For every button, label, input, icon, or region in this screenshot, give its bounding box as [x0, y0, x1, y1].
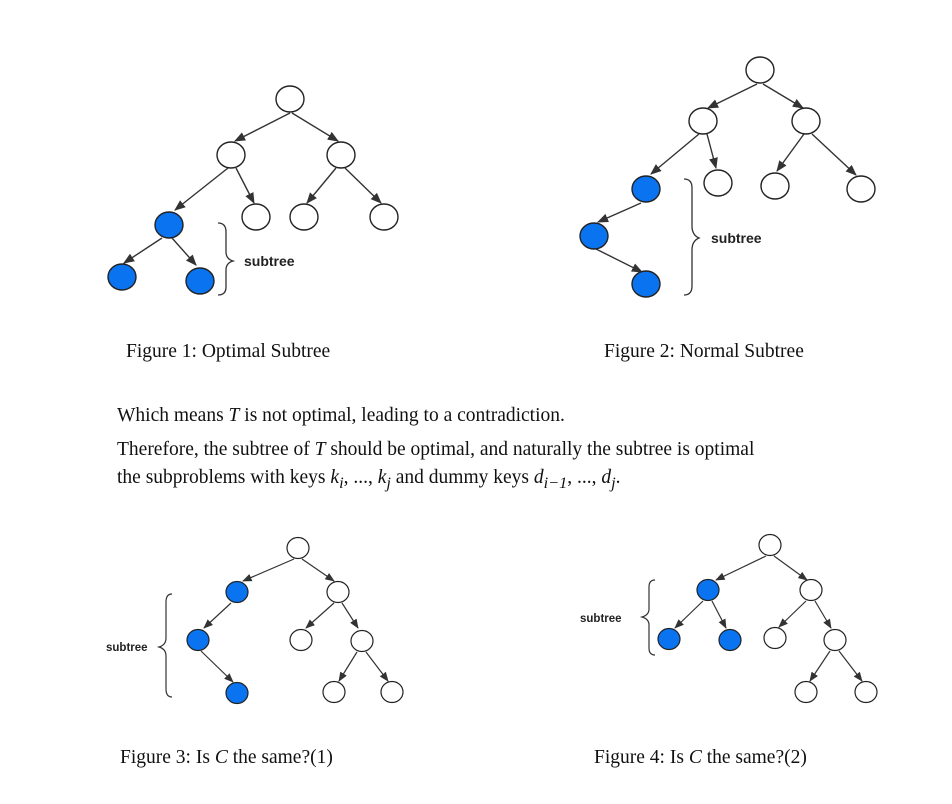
text-segment: the subproblems with keys	[117, 467, 326, 488]
subtree-label: subtree	[711, 230, 762, 246]
tree-node	[854, 680, 878, 704]
math-variable: k	[377, 467, 387, 488]
tree-node-highlighted	[154, 211, 184, 239]
tree-node-highlighted	[186, 628, 210, 652]
math-variable: C	[214, 747, 228, 768]
tree-node	[794, 680, 818, 704]
tree-node	[758, 533, 782, 557]
text-segment: Therefore, the subtree of	[117, 439, 310, 460]
math-variable: k	[330, 467, 340, 488]
figure-2-caption: Figure 2: Normal Subtree	[604, 341, 804, 363]
subtree-label: subtree	[244, 253, 295, 269]
tree-node	[846, 175, 876, 203]
tree-node-highlighted	[631, 270, 661, 298]
math-variable: d	[533, 467, 544, 488]
tree-node	[350, 629, 374, 653]
tree-node-highlighted	[185, 267, 215, 295]
text-segment: .	[615, 467, 621, 488]
tree-node	[216, 141, 246, 169]
tree-node	[688, 107, 718, 135]
tree-node	[763, 626, 787, 650]
tree-node-highlighted	[225, 580, 249, 604]
tree-node	[289, 203, 319, 231]
tree-node	[745, 56, 775, 84]
figure-number: Figure 3:	[120, 747, 191, 768]
subtree-label: subtree	[106, 642, 148, 654]
text-segment: should be optimal, and naturally the sub…	[330, 439, 755, 460]
subtree-brace	[156, 593, 173, 698]
tree-node	[703, 169, 733, 197]
math-variable: d	[601, 467, 612, 488]
figure-title: Optimal Subtree	[201, 341, 331, 362]
figure-number: Figure 4:	[594, 747, 665, 768]
math-variable: T	[314, 439, 326, 460]
figure-2-nodes	[579, 56, 876, 298]
math-subscript: j	[611, 473, 616, 492]
figure-1-nodes	[107, 85, 399, 295]
tree-node-highlighted	[718, 628, 742, 652]
tree-node-highlighted	[107, 263, 137, 291]
body-line-2: Therefore, the subtree of T should be op…	[117, 439, 754, 461]
tree-node	[823, 628, 847, 652]
body-line-3: the subproblems with keys ki, ..., kj an…	[117, 467, 620, 493]
tree-node	[760, 172, 790, 200]
figure-title: Normal Subtree	[679, 341, 804, 362]
figure-number: Figure 1:	[126, 341, 197, 362]
tree-node	[322, 680, 346, 704]
tree-node	[241, 203, 271, 231]
math-subscript: j	[386, 473, 391, 492]
tree-node	[380, 680, 404, 704]
figure-1-caption: Figure 1: Optimal Subtree	[126, 341, 330, 363]
tree-node-highlighted	[579, 222, 609, 250]
text-segment: , ...,	[343, 467, 378, 488]
tree-node	[791, 107, 821, 135]
tree-node	[289, 628, 313, 652]
tree-node	[275, 85, 305, 113]
figure-3-nodes	[186, 536, 404, 705]
subtree-brace	[639, 579, 656, 656]
figure-title-prefix: Is	[669, 747, 684, 768]
figure-1-edges	[123, 112, 382, 266]
figure-3-caption: Figure 3: Is C the same?(1)	[120, 747, 333, 769]
figure-4-edges	[674, 555, 863, 682]
figure-title-suffix: the same?(2)	[706, 747, 807, 768]
tree-node-highlighted	[696, 578, 720, 602]
figure-4-caption: Figure 4: Is C the same?(2)	[594, 747, 807, 769]
figure-4-nodes	[657, 533, 878, 704]
tree-node	[799, 578, 823, 602]
figure-title-prefix: Is	[195, 747, 210, 768]
body-line-1: Which means T is not optimal, leading to…	[117, 405, 565, 427]
tree-node	[286, 536, 310, 560]
tree-node-highlighted	[657, 627, 681, 651]
figure-3-edges	[200, 558, 389, 683]
subtree-brace	[217, 222, 236, 296]
text-segment: and dummy keys	[395, 467, 529, 488]
figure-title-suffix: the same?(1)	[232, 747, 333, 768]
tree-node	[369, 203, 399, 231]
math-subscript: i−1	[543, 473, 568, 492]
figure-number: Figure 2:	[604, 341, 675, 362]
math-subscript: i	[339, 473, 344, 492]
tree-node-highlighted	[631, 175, 661, 203]
tree-node	[326, 141, 356, 169]
math-variable: C	[688, 747, 702, 768]
text-segment: , ...,	[567, 467, 602, 488]
subtree-brace	[683, 178, 701, 296]
figure-2-edges	[595, 83, 857, 273]
math-variable: T	[228, 405, 240, 426]
subtree-label: subtree	[580, 613, 622, 625]
tree-node-highlighted	[225, 681, 249, 705]
text-segment: is not optimal, leading to a contradicti…	[244, 405, 565, 426]
tree-node	[326, 580, 350, 604]
text-segment: Which means	[117, 405, 224, 426]
